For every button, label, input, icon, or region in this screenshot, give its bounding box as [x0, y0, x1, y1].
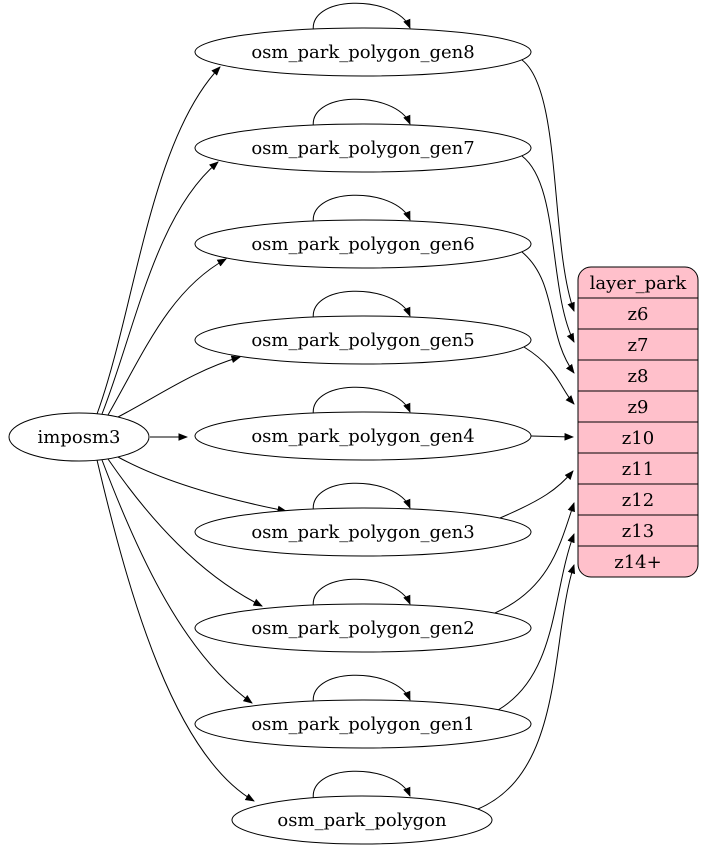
layer-row-z7: z7: [628, 335, 649, 356]
node-osm-park-polygon-gen5: osm_park_polygon_gen5: [194, 315, 532, 365]
layer-row-z13: z13: [622, 521, 654, 542]
edge-gen2-to-z12: [494, 502, 575, 614]
gen2-label: osm_park_polygon_gen2: [251, 618, 474, 639]
edge-imposm3-to-gen3: [117, 456, 287, 514]
layer-row-z6: z6: [628, 304, 649, 325]
gen7-label: osm_park_polygon_gen7: [251, 138, 474, 159]
gen4-ellipse: [194, 411, 532, 461]
edge-imposm3-to-gen8: [96, 66, 221, 415]
edge-gen8-to-z6: [521, 59, 575, 312]
edge-gen5-to-z9: [523, 346, 575, 405]
edge-gen7-to-z7: [521, 155, 575, 343]
edge-imposm3-to-polygon: [96, 459, 255, 802]
edge-polygon-to-z14: [477, 564, 576, 810]
imposm3-label: imposm3: [38, 427, 121, 448]
self-loop-gen3: [312, 482, 411, 515]
gen3-label: osm_park_polygon_gen3: [251, 522, 474, 543]
gen3-ellipse: [194, 507, 532, 557]
gen6-ellipse: [194, 219, 532, 269]
layer-park-title: layer_park: [590, 273, 688, 294]
self-loop-gen6: [312, 194, 411, 227]
node-osm-park-polygon-gen4: osm_park_polygon_gen4: [194, 411, 532, 461]
node-osm-park-polygon-gen2: osm_park_polygon_gen2: [194, 603, 532, 653]
edge-imposm3-to-gen1: [101, 459, 253, 704]
gen2-ellipse: [194, 603, 532, 653]
gen8-ellipse: [194, 27, 532, 77]
self-loop-gen7: [312, 98, 411, 131]
self-loop-gen2: [312, 578, 411, 611]
edge-gen4-to-z10: [530, 432, 574, 441]
layer-row-z11: z11: [622, 459, 654, 480]
edge-gen1-to-z13: [497, 533, 575, 711]
layer-row-z10: z10: [622, 428, 654, 449]
layer-row-z9: z9: [628, 397, 649, 418]
edge-imposm3-to-gen7: [101, 161, 219, 415]
imposm3-ellipse: [8, 412, 150, 462]
node-imposm3: imposm3: [8, 412, 150, 462]
gen8-label: osm_park_polygon_gen8: [251, 42, 474, 63]
edge-gen6-to-z8: [521, 251, 575, 374]
self-loop-polygon: [312, 770, 411, 803]
node-osm-park-polygon-gen8: osm_park_polygon_gen8: [194, 27, 532, 77]
node-osm-park-polygon-gen6: osm_park_polygon_gen6: [194, 219, 532, 269]
node-osm-park-polygon-gen3: osm_park_polygon_gen3: [194, 507, 532, 557]
node-osm-park-polygon: osm_park_polygon: [231, 795, 493, 845]
gen1-label: osm_park_polygon_gen1: [251, 714, 474, 735]
gen6-label: osm_park_polygon_gen6: [251, 234, 474, 255]
gen5-ellipse: [194, 315, 532, 365]
layer-row-z8: z8: [628, 366, 649, 387]
polygon-label: osm_park_polygon: [277, 810, 447, 831]
gen5-label: osm_park_polygon_gen5: [251, 330, 474, 351]
edge-gen3-to-z11: [499, 470, 574, 519]
layer-row-z14: z14+: [614, 552, 661, 573]
self-loop-gen8: [312, 2, 411, 35]
self-loop-gen4: [312, 386, 411, 419]
gen7-ellipse: [194, 123, 532, 173]
polygon-ellipse: [231, 795, 493, 845]
node-osm-park-polygon-gen1: osm_park_polygon_gen1: [194, 699, 532, 749]
edge-imposm3-to-gen6: [107, 258, 227, 416]
edge-imposm3-to-gen2: [107, 458, 263, 607]
edge-imposm3-to-gen5: [117, 355, 241, 418]
self-loop-gen1: [312, 674, 411, 707]
self-loop-gen5: [312, 290, 411, 323]
node-osm-park-polygon-gen7: osm_park_polygon_gen7: [194, 123, 532, 173]
gen1-ellipse: [194, 699, 532, 749]
gen4-label: osm_park_polygon_gen4: [251, 426, 474, 447]
node-layer-park: layer_park z6 z7 z8 z9 z10 z11 z12 z13 z…: [577, 266, 699, 578]
layer-row-z12: z12: [622, 490, 654, 511]
